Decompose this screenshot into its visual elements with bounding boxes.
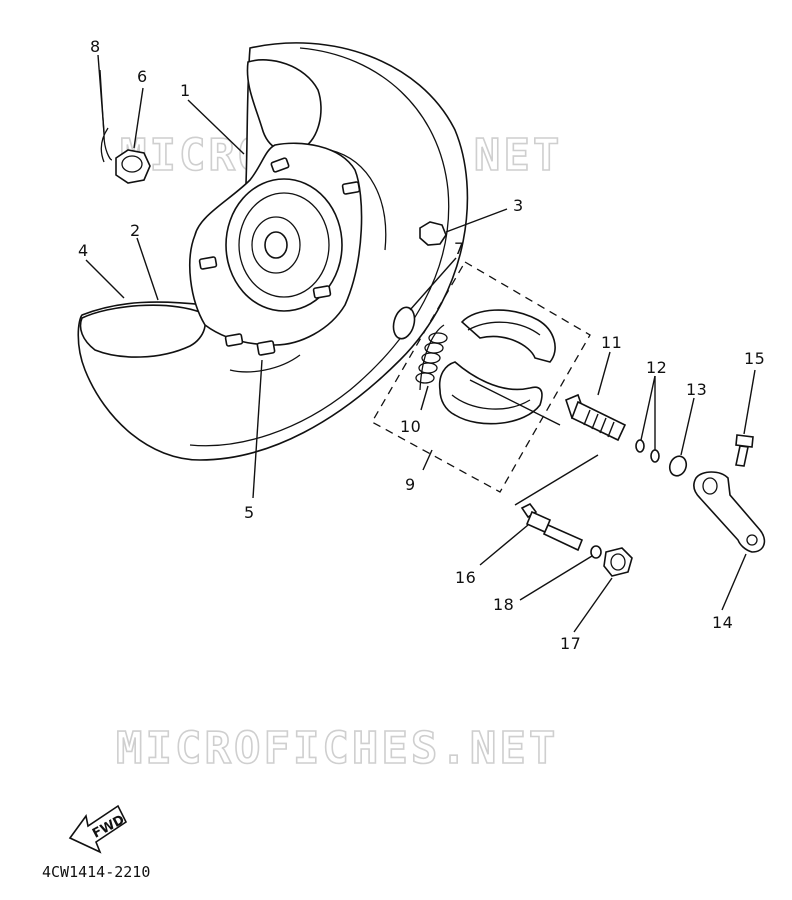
callout-9: 9 <box>405 475 416 494</box>
callout-4: 4 <box>78 241 89 260</box>
callout-6: 6 <box>137 67 148 86</box>
o-ring-part-12b <box>650 449 660 463</box>
nut-part-3 <box>419 221 447 246</box>
nut-part-17 <box>603 547 633 577</box>
wheel-tire-assembly <box>77 42 469 461</box>
callout-7: 7 <box>454 239 465 258</box>
callout-17: 17 <box>560 634 581 653</box>
callout-11: 11 <box>601 333 622 352</box>
callout-1: 1 <box>180 81 191 100</box>
forward-direction-arrow: FWD <box>68 804 127 854</box>
cotter-pin-part-8 <box>99 69 113 163</box>
washer-part-7 <box>392 306 416 340</box>
callout-2: 2 <box>130 221 141 240</box>
callout-13: 13 <box>686 380 707 399</box>
callout-12: 12 <box>646 358 667 377</box>
bolt-part-15 <box>735 434 754 467</box>
washer-part-13 <box>668 455 688 477</box>
callout-14: 14 <box>712 613 733 632</box>
spring-part-10 <box>415 324 448 391</box>
adjuster-bolt-part-16 <box>520 502 584 552</box>
o-ring-part-12a <box>635 439 645 453</box>
brake-shoes-part-9 <box>438 309 556 425</box>
camshaft-part-11 <box>565 393 627 442</box>
leader-lines <box>85 54 756 633</box>
callout-labels: 8 6 1 3 2 4 7 5 11 12 13 15 10 9 14 16 1… <box>78 37 765 653</box>
callout-3: 3 <box>513 196 524 215</box>
brake-lever-part-14 <box>693 471 766 553</box>
nut-part-6 <box>115 149 151 184</box>
brake-kit-outline <box>371 261 591 493</box>
diagram-code: 4CW1414-2210 <box>42 863 150 881</box>
callout-16: 16 <box>455 568 476 587</box>
watermark-bottom: MICROFICHES.NET <box>116 723 558 774</box>
callout-10: 10 <box>400 417 421 436</box>
washer-part-18 <box>590 545 602 559</box>
callout-18: 18 <box>493 595 514 614</box>
callout-15: 15 <box>744 349 765 368</box>
callout-5: 5 <box>244 503 255 522</box>
callout-8: 8 <box>90 37 101 56</box>
